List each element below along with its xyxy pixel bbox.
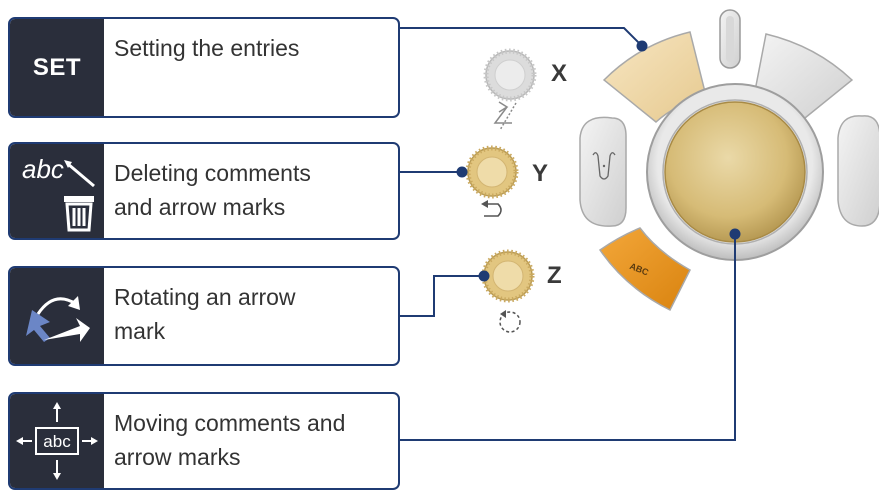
leader-line-set (400, 27, 643, 47)
move-icon-text: abc (43, 432, 71, 451)
rotate-dashed-icon (499, 310, 521, 333)
trackball[interactable] (664, 101, 806, 243)
knob-x (483, 48, 537, 131)
card-set: SET Setting the entries (8, 17, 400, 118)
card-rotate: Rotating an arrow mark (8, 266, 400, 366)
leader-line-rotate (400, 275, 484, 317)
card-move-label: Moving comments and arrow marks (114, 410, 346, 470)
card-set-label: Setting the entries (114, 35, 300, 61)
delete-comment-icon: abc (10, 144, 104, 238)
card-move: abc Moving comments and arrow marks (8, 392, 400, 490)
abc-button[interactable] (598, 227, 691, 312)
knob-x-letter: X (551, 60, 568, 87)
leader-line-move (400, 234, 736, 441)
cross-arrow-icon (493, 101, 517, 131)
left-side-button[interactable] (579, 116, 627, 227)
set-button[interactable] (602, 31, 707, 123)
card-delete: abc Deleting comments and arrow marks (8, 142, 400, 240)
delete-icon-text: abc (22, 154, 64, 184)
card-delete-label: Deleting comments and arrow marks (114, 160, 311, 220)
undo-arrow-icon (481, 200, 502, 217)
set-icon-text: SET (32, 53, 82, 81)
right-side-button[interactable] (837, 115, 879, 227)
knob-z (481, 249, 535, 333)
knob-y-letter: Y (532, 160, 549, 187)
leader-dots (456, 40, 741, 282)
body-mark-icon (592, 152, 616, 180)
rotate-arrow-icon (10, 268, 104, 364)
knob-z-letter: Z (547, 262, 562, 289)
card-rotate-label: Rotating an arrow mark (114, 284, 296, 344)
move-text-icon: abc (10, 394, 104, 488)
set-icon: SET (10, 19, 104, 116)
control-panel: ABC (579, 9, 879, 312)
trash-icon (64, 196, 94, 232)
knob-y (465, 145, 519, 217)
leader-lines (400, 27, 736, 441)
